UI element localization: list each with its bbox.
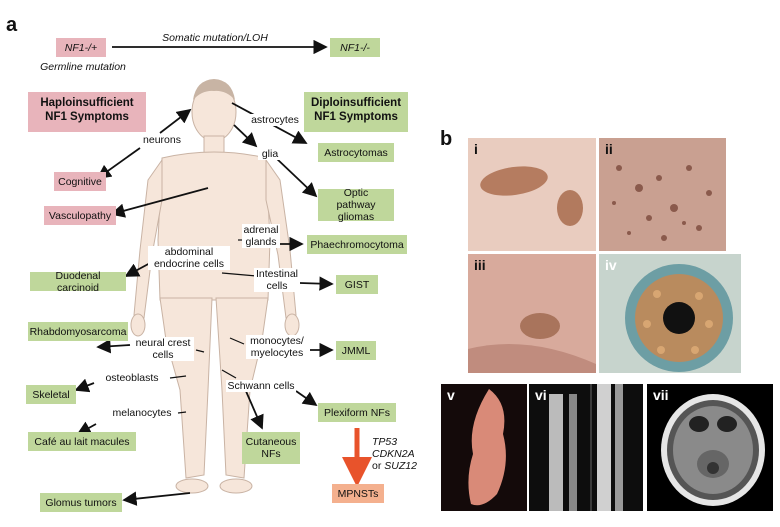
- diplo-header-line1: Diploinsufficient: [310, 97, 402, 109]
- haplo-header-line1: Haploinsufficient: [40, 97, 134, 109]
- panel-b-letter: b: [440, 128, 453, 150]
- label-glia: glia: [258, 148, 282, 160]
- haplo-header-line2: NF1 Symptoms: [45, 111, 129, 123]
- photo-label-i: i: [474, 141, 478, 157]
- nf1-heterozygous-box: NF1-/+: [56, 38, 106, 57]
- symptom-duodenal-carcinoid: Duodenal carcinoid: [30, 270, 126, 294]
- neural-crest-line2: cells: [152, 349, 174, 361]
- symptom-optic-gliomas: Optic pathway gliomas: [318, 187, 394, 223]
- label-adrenal-glands: adrenal glands: [242, 224, 280, 248]
- symptom-phaeochromocytoma: Phaechromocytoma: [307, 235, 407, 254]
- nf1-null-box: NF1-/-: [330, 38, 380, 57]
- symptom-cafe-au-lait: Café au lait macules: [28, 432, 136, 451]
- photo-label-v: v: [447, 387, 455, 403]
- photo-label-iii: iii: [474, 257, 486, 273]
- photo-iii-macule: iii: [468, 254, 596, 373]
- symptom-astrocytomas: Astrocytomas: [318, 143, 394, 162]
- symptom-jmml: JMML: [336, 341, 376, 360]
- optic-line2: gliomas: [337, 211, 375, 223]
- photo-iv-lisch-nodules: iv: [599, 254, 741, 373]
- diplo-header-line2: NF1 Symptoms: [314, 111, 398, 123]
- progression-genes: TP53 CDKN2A or SUZ12: [372, 436, 424, 472]
- photo-label-vi: vi: [535, 387, 547, 403]
- photo-ii-freckling: ii: [599, 138, 726, 251]
- intestinal-line2: cells: [266, 280, 288, 292]
- or-text: or: [372, 460, 382, 472]
- gene-suz12: SUZ12: [384, 460, 417, 472]
- label-astrocytes: astrocytes: [247, 114, 303, 126]
- photo-vi-xray: vi: [529, 384, 643, 511]
- label-neurons: neurons: [138, 134, 186, 146]
- symptom-gist: GIST: [336, 275, 378, 294]
- cutaneous-line2: NFs: [261, 448, 281, 460]
- intestinal-line1: Intestinal: [255, 268, 299, 280]
- panel-a-letter: a: [6, 14, 18, 36]
- neural-crest-line1: neural crest: [135, 337, 191, 349]
- label-monocytes: monocytes/ myelocytes: [246, 335, 308, 359]
- adrenal-line2: glands: [245, 236, 277, 248]
- symptom-cutaneous-nfs: Cutaneous NFs: [242, 432, 300, 464]
- photo-label-iv: iv: [605, 257, 617, 273]
- abdominal-line2: endocrine cells: [153, 258, 225, 270]
- label-abdominal-endocrine: abdominal endocrine cells: [148, 246, 230, 270]
- symptom-plexiform-nfs: Plexiform NFs: [318, 403, 396, 422]
- diploinsufficient-header: Diploinsufficient NF1 Symptoms: [304, 92, 408, 132]
- label-intestinal-cells: Intestinal cells: [254, 268, 300, 292]
- mpnst-box: MPNSTs: [332, 484, 384, 503]
- label-schwann-cells: Schwann cells: [226, 380, 296, 392]
- photo-label-vii: vii: [653, 387, 669, 403]
- symptom-cognitive: Cognitive: [54, 172, 106, 191]
- photo-i-cafe-au-lait: i: [468, 138, 596, 251]
- label-melanocytes: melanocytes: [108, 407, 176, 419]
- symptom-vasculopathy: Vasculopathy: [44, 206, 116, 225]
- monocytes-line2: myelocytes: [250, 347, 304, 359]
- haploinsufficient-header: Haploinsufficient NF1 Symptoms: [28, 92, 146, 132]
- monocytes-line1: monocytes/: [250, 335, 304, 347]
- cutaneous-line1: Cutaneous: [245, 436, 297, 448]
- adrenal-line1: adrenal: [243, 224, 279, 236]
- label-osteoblasts: osteoblasts: [96, 372, 168, 384]
- abdominal-line1: abdominal: [164, 246, 214, 258]
- optic-line1: Optic pathway: [336, 187, 376, 211]
- photo-vii-brain-mri: vii: [647, 384, 773, 511]
- photo-v-plexiform: v: [441, 384, 527, 511]
- symptom-rhabdomyosarcoma: Rhabdomyosarcoma: [28, 322, 128, 341]
- label-neural-crest: neural crest cells: [132, 337, 194, 361]
- symptom-glomus-tumors: Glomus tumors: [40, 493, 122, 512]
- gene-tp53: TP53: [372, 436, 398, 448]
- somatic-mutation-label: Somatic mutation/LOH: [162, 32, 268, 44]
- germline-mutation-label: Germline mutation: [40, 61, 126, 73]
- symptom-skeletal: Skeletal: [26, 385, 76, 404]
- photo-label-ii: ii: [605, 141, 613, 157]
- gene-cdkn2a: CDKN2A: [372, 448, 415, 460]
